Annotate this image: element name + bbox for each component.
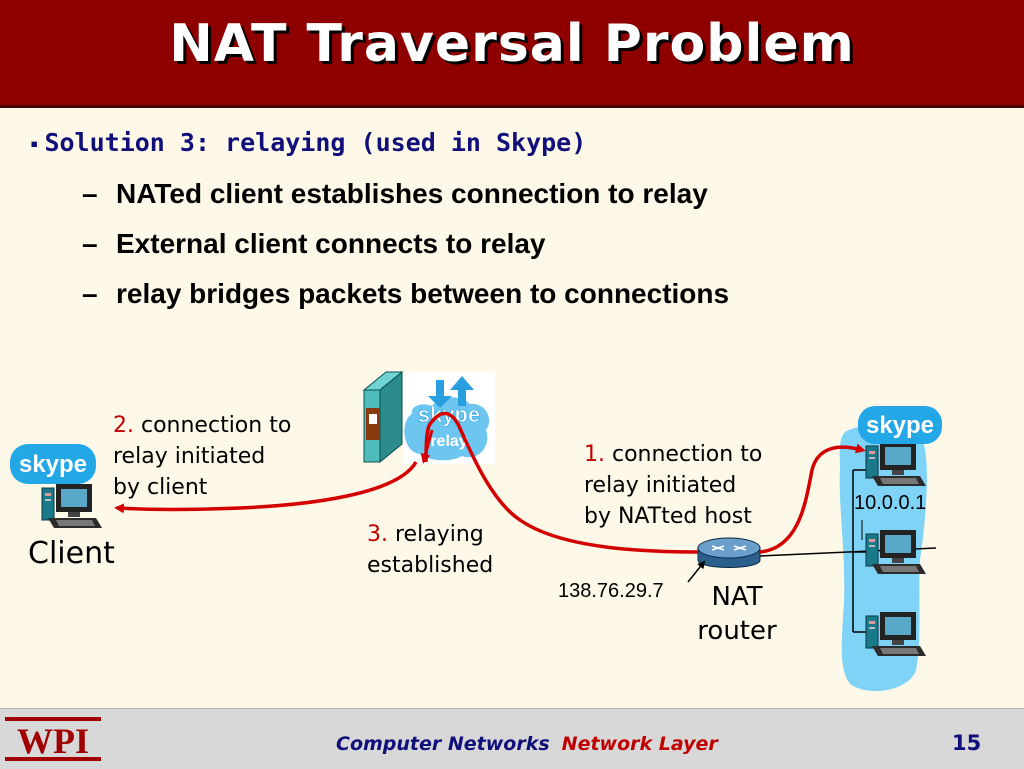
host-ip-label: 10.0.0.1 [854, 492, 927, 514]
title-bar: NAT Traversal Problem [0, 0, 1024, 108]
sub-bullet-1: –NATed client establishes connection to … [82, 178, 708, 210]
host-skype-logo: skype [858, 406, 942, 444]
label-line: by client [113, 475, 208, 500]
host-skype-text: skype [866, 412, 934, 439]
bullet-dot-icon: ▪ [30, 136, 39, 152]
dash-icon: – [82, 178, 98, 209]
label-connection-by-client: 2. connection to relay initiated by clie… [113, 410, 291, 503]
wpi-logo-text: WPI [17, 721, 89, 761]
footer-course-info: Computer Networks Network Layer [336, 733, 718, 755]
label-line: connection to [605, 442, 763, 467]
label-line: relay initiated [584, 473, 737, 498]
client-computer [41, 483, 103, 529]
router-ip-label: 138.76.29.7 [558, 580, 664, 602]
dash-icon: – [82, 228, 98, 259]
nat-router-icon [697, 537, 761, 568]
relay-loop-link [424, 411, 699, 554]
slide-title: NAT Traversal Problem [169, 14, 855, 74]
relay-skype-text: skype [418, 402, 480, 427]
main-bullet: ▪ Solution 3: relaying (used in Skype) [30, 128, 586, 157]
label-line: established [367, 553, 494, 578]
step-number: 3. [367, 522, 388, 547]
label-relaying-established: 3. relaying established [367, 519, 493, 581]
sub-bullet-text: NATed client establishes connection to r… [116, 178, 708, 209]
label-connection-by-natted-host: 1. connection to relay initiated by NATt… [584, 439, 762, 532]
nat-label-line: router [697, 616, 777, 646]
sub-bullet-text: relay bridges packets between to connect… [116, 278, 730, 309]
sub-bullet-text: External client connects to relay [116, 228, 546, 259]
relay-sub-text: relay [430, 433, 467, 450]
client-skype-logo: skype [10, 444, 96, 484]
client-skype-text: skype [19, 451, 87, 478]
label-line: relay initiated [113, 444, 266, 469]
label-line: by NATted host [584, 504, 752, 529]
step-number: 2. [113, 413, 134, 438]
wpi-logo: WPI [5, 717, 101, 761]
step-number: 1. [584, 442, 605, 467]
nat-router-label: NAT router [694, 580, 780, 648]
relay-inbound-arrow [420, 429, 434, 464]
relay-server-icon [362, 370, 404, 464]
footer-course: Computer Networks [336, 733, 550, 755]
nat-label-line: NAT [711, 582, 763, 612]
sub-bullet-3: –relay bridges packets between to connec… [82, 278, 729, 310]
router-to-host-link [759, 443, 866, 554]
label-line: connection to [134, 413, 292, 438]
page-number: 15 [952, 731, 982, 755]
sub-bullet-2: –External client connects to relay [82, 228, 546, 260]
main-bullet-text: Solution 3: relaying (used in Skype) [44, 128, 587, 157]
footer-topic: Network Layer [561, 733, 718, 755]
router-ip-pointer [687, 560, 706, 583]
skype-relay-icon: skype relay [403, 372, 495, 464]
client-label: Client [28, 536, 115, 571]
dash-icon: – [82, 278, 98, 309]
label-line: relaying [388, 522, 484, 547]
relay-to-client-link [114, 461, 418, 514]
footer-bar: WPI Computer Networks Network Layer 15 [0, 708, 1024, 769]
